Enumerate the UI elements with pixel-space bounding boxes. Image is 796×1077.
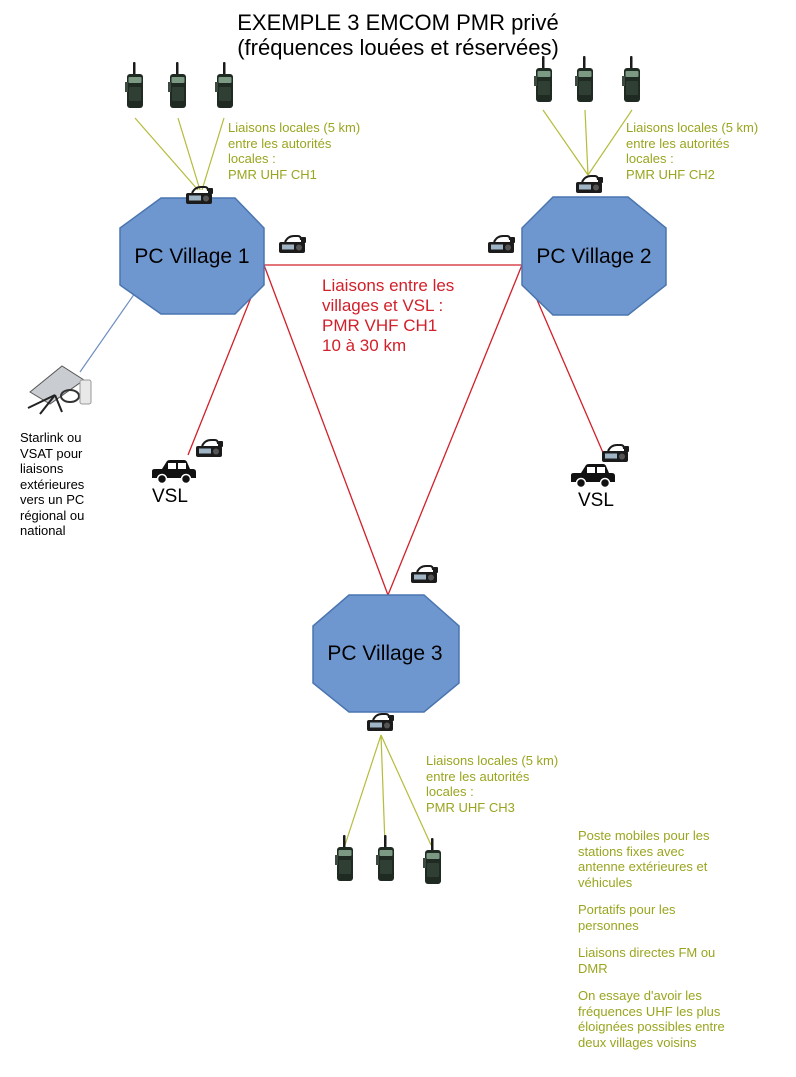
note-line: PMR UHF CH3 (426, 799, 515, 815)
note-line: Liaisons locales (5 km) (626, 120, 759, 135)
vsl-left-label: VSL (152, 486, 188, 507)
note-line: entre les autorités (228, 135, 332, 151)
local-links-village-1-note: Liaisons locales (5 km) entre les autori… (228, 120, 360, 182)
link-v1-v3 (263, 264, 389, 596)
note-line: Portatifs pour les (578, 902, 676, 917)
note-direct-links: Liaisons directes FM ou DMR (578, 945, 788, 976)
note-line: véhicules (578, 874, 633, 890)
handheld-radio-icon (423, 838, 441, 884)
note-line: 10 à 30 km (322, 336, 407, 355)
note-line: VSAT pour (20, 445, 83, 461)
local-links (134, 109, 633, 846)
diagram-title-line-1: EXEMPLE 3 EMCOM PMR privé (237, 10, 559, 35)
mobile-radio-icon (278, 235, 307, 254)
link-v1-starlink (79, 292, 136, 373)
diagram-title-line-2: (fréquences louées et réservées) (237, 35, 559, 60)
note-line: fréquences UHF les plus (578, 1003, 721, 1019)
mobile-radio-icon (601, 444, 630, 463)
handheld-radio-icon (215, 62, 233, 108)
note-line: liaisons (20, 461, 64, 476)
note-line: locales : (426, 784, 474, 799)
node-village-1: PC Village 1 (119, 197, 265, 315)
note-line: Liaisons locales (5 km) (426, 753, 559, 768)
note-line: PMR UHF CH2 (626, 166, 715, 182)
note-line: vers un PC (20, 492, 85, 507)
note-line: PMR VHF CH1 (322, 316, 438, 335)
note-line: entre les autorités (626, 135, 730, 151)
note-line: régional ou (20, 507, 85, 523)
satellite-dish-icon (27, 365, 92, 415)
handheld-radio-icon (622, 56, 640, 102)
node-village-2: PC Village 2 (521, 196, 667, 316)
note-line: entre les autorités (426, 768, 530, 784)
car-icon (151, 459, 197, 485)
note-line: personnes (578, 917, 639, 933)
car-icon (570, 463, 616, 489)
note-line: Poste mobiles pour les (578, 828, 710, 843)
node-village-3: PC Village 3 (312, 594, 460, 713)
note-line: locales : (228, 151, 276, 166)
handheld-radio-icon (335, 835, 353, 881)
mobile-radio-icon (195, 439, 224, 458)
local-links-village-3-note: Liaisons locales (5 km) entre les autori… (426, 753, 558, 815)
note-line: national (20, 523, 66, 538)
legend-notes: Poste mobiles pour les stations fixes av… (578, 828, 788, 1062)
node-village-3-label: PC Village 3 (327, 642, 442, 665)
note-uhf-frequencies: On essaye d'avoir les fréquences UHF les… (578, 988, 788, 1050)
mobile-radio-icon (410, 565, 439, 584)
note-line: Liaisons entre les (322, 276, 455, 295)
handheld-radio-icon (534, 56, 552, 102)
note-line: PMR UHF CH1 (228, 166, 317, 182)
note-line: Starlink ou (20, 430, 82, 445)
local-links-village-2-note: Liaisons locales (5 km) entre les autori… (626, 120, 758, 182)
note-line: extérieures (20, 476, 85, 492)
vsl-right-label: VSL (578, 490, 614, 511)
note-line: antenne extérieures et (578, 859, 708, 874)
village-links-note: Liaisons entre les villages et VSL : PMR… (322, 276, 454, 356)
handheld-radio-icon (125, 62, 143, 108)
handheld-radio-icon (168, 62, 186, 108)
diagram-title: EXEMPLE 3 EMCOM PMR privé (fréquences lo… (0, 10, 796, 60)
handheld-radio-icon (575, 56, 593, 102)
node-village-2-label: PC Village 2 (536, 245, 651, 268)
note-portables: Portatifs pour les personnes (578, 902, 788, 933)
node-village-1-label: PC Village 1 (134, 245, 249, 268)
note-line: éloignées possibles entre (578, 1019, 725, 1034)
note-line: Liaisons directes FM ou (578, 945, 716, 960)
mobile-radio-icon (366, 713, 395, 732)
note-line: deux villages voisins (578, 1034, 697, 1050)
note-line: On essaye d'avoir les (578, 988, 702, 1003)
note-line: villages et VSL : (322, 296, 444, 315)
note-line: locales : (626, 151, 674, 166)
note-line: DMR (578, 960, 608, 976)
mobile-radio-icon (487, 235, 516, 254)
note-line: Liaisons locales (5 km) (228, 120, 361, 135)
handheld-radio-icon (376, 835, 394, 881)
note-line: stations fixes avec (578, 843, 685, 859)
mobile-radio-icon (575, 175, 604, 194)
note-mobile-stations: Poste mobiles pour les stations fixes av… (578, 828, 788, 890)
starlink-note: Starlink ou VSAT pour liaisons extérieur… (20, 430, 84, 539)
link-v2-v3 (387, 264, 523, 596)
